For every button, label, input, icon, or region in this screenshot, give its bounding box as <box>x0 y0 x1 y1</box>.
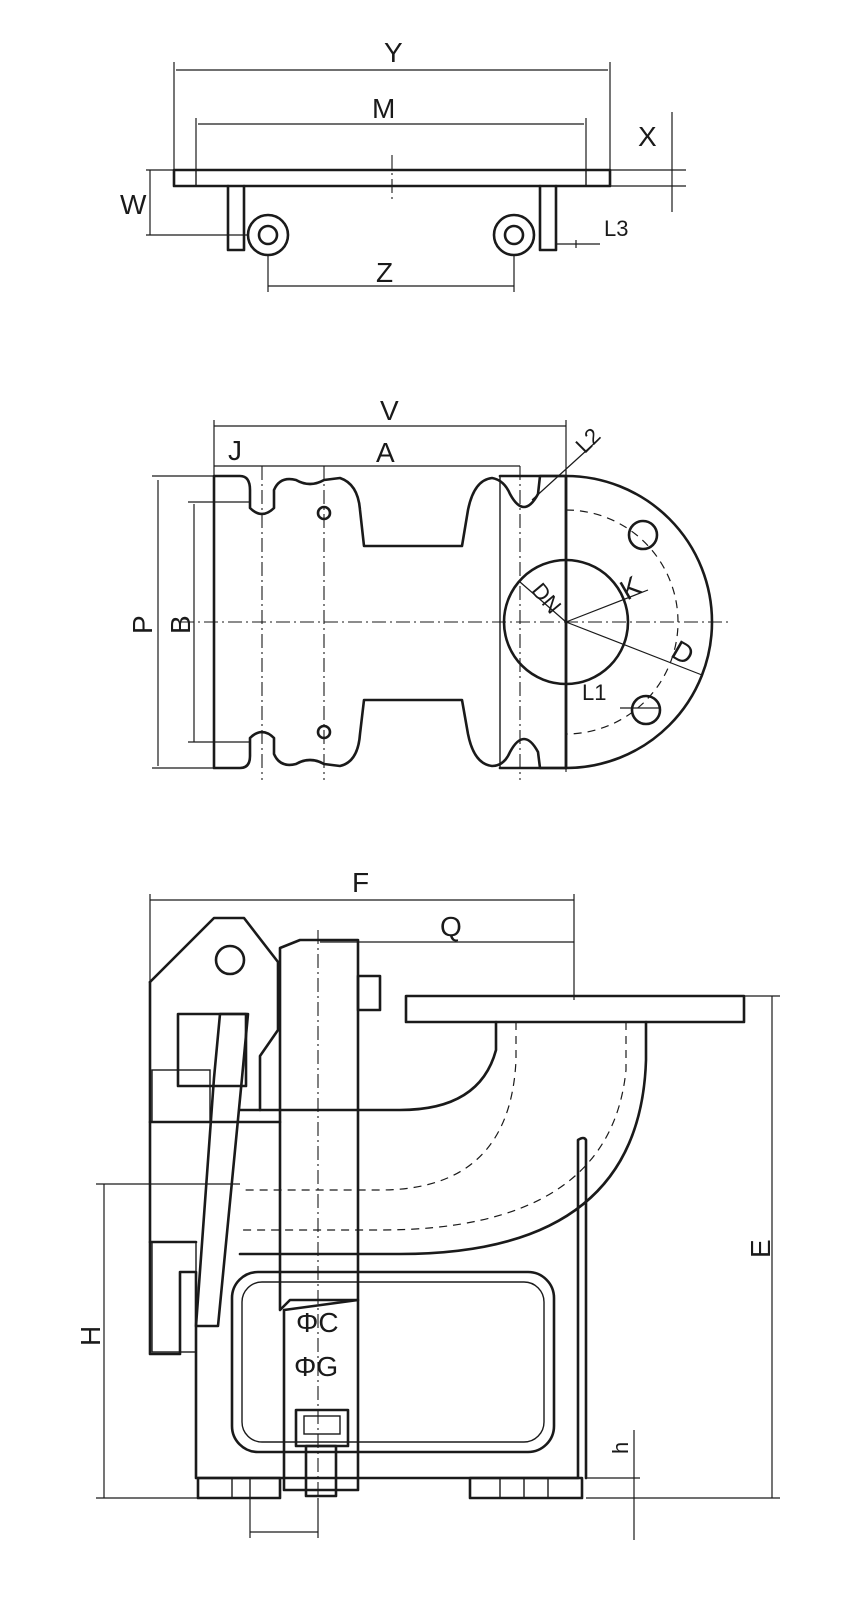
dim-small-h-label: h <box>608 1442 633 1454</box>
dim-y-label: Y <box>384 37 403 68</box>
dim-h-label: H <box>75 1326 106 1346</box>
elbow-outer <box>238 1020 648 1256</box>
dim-m-label: M <box>372 93 395 124</box>
side-flange-plate <box>404 994 746 1024</box>
top-left-leg <box>226 184 246 252</box>
dim-a-label: A <box>376 437 395 468</box>
top-left-pin <box>246 213 290 257</box>
dim-v-label: V <box>380 395 399 426</box>
dim-j-label: J <box>228 435 242 466</box>
dim-d-label: D <box>666 634 699 671</box>
dim-q-label: Q <box>440 911 462 942</box>
housing-window <box>230 1270 556 1454</box>
hatched-section-lower <box>151 1241 197 1353</box>
housing-outline <box>148 980 588 1480</box>
bolt-hole-bottom <box>630 694 662 726</box>
dim-l2-label: L2 <box>570 423 605 458</box>
top-right-leg <box>538 184 558 252</box>
elbow-inner <box>238 1020 498 1112</box>
lever-arm <box>194 1012 250 1328</box>
dim-c-label: ΦC <box>296 1307 339 1338</box>
dim-dn-label: DN <box>527 578 567 618</box>
dim-f-label: F <box>352 867 369 898</box>
dim-e-label: E <box>745 1239 776 1258</box>
dim-b-label: B <box>165 615 196 634</box>
top-right-pin <box>492 213 536 257</box>
dim-z-label: Z <box>376 257 393 288</box>
dim-w-label: W <box>120 189 147 220</box>
dim-x-label: X <box>638 121 657 152</box>
dim-l1-label: L1 <box>582 680 606 705</box>
dim-l3-label: L3 <box>604 216 628 241</box>
dim-p-label: P <box>127 615 158 634</box>
dim-g-label: ΦG <box>294 1351 338 1382</box>
bolt-hole-top <box>627 519 659 551</box>
top-view: Y M X W L3 Z <box>120 37 686 292</box>
hatched-section-upper <box>151 1069 211 1123</box>
bottom-view: ΦC ΦG F Q E H h <box>75 867 780 1540</box>
middle-view: DN K D L1 V J A L2 P B <box>127 395 730 780</box>
bracket-pin <box>214 944 246 976</box>
